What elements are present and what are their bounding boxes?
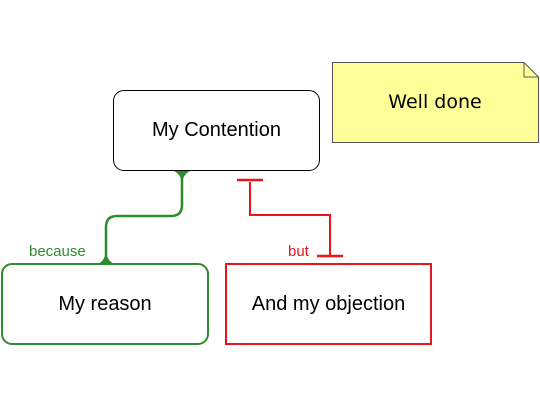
- note-fold-corner: [523, 62, 539, 78]
- support-arrow-head-top: [174, 171, 190, 186]
- because-label: because: [29, 243, 86, 260]
- sticky-note[interactable]: [332, 62, 539, 143]
- support-connector[interactable]: [98, 171, 190, 264]
- contention-box[interactable]: My Contention: [113, 90, 320, 171]
- reason-box[interactable]: My reason: [1, 263, 209, 345]
- objection-box[interactable]: And my objection: [225, 263, 432, 345]
- objection-connector[interactable]: [237, 178, 343, 258]
- note-text: Well done: [388, 91, 482, 113]
- objection-text: And my objection: [251, 292, 406, 315]
- reason-text: My reason: [58, 292, 152, 315]
- but-label: but: [288, 243, 309, 260]
- support-arrow-head-bottom: [98, 249, 114, 264]
- contention-text: My Contention: [152, 119, 281, 141]
